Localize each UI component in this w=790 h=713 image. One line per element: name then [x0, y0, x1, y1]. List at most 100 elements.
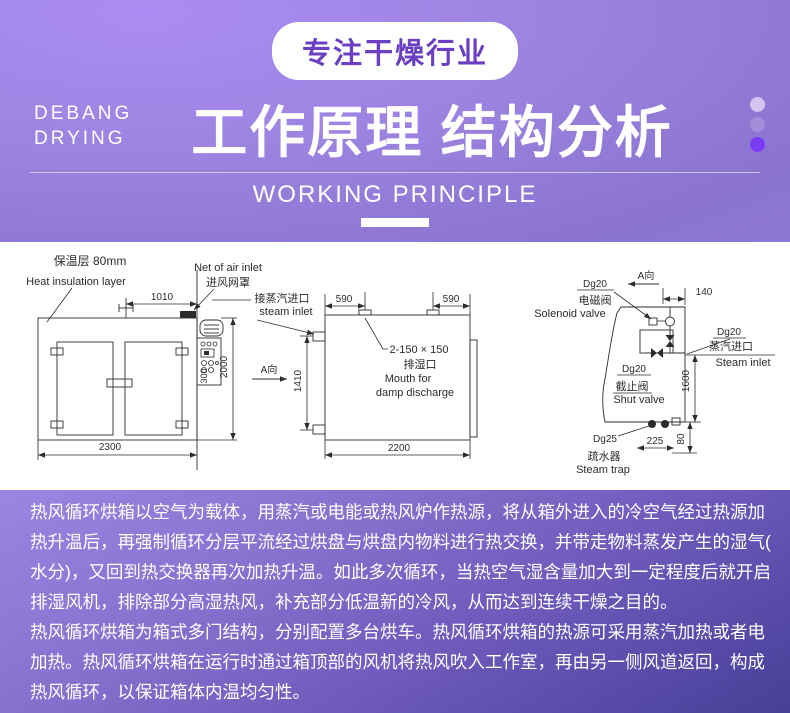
steam-piping	[645, 307, 685, 358]
dim-590-right: 590	[443, 294, 460, 305]
fan-motor-icon	[199, 319, 224, 337]
damp-label-en2: damp discharge	[376, 387, 454, 399]
dim-1600: 1600	[681, 369, 692, 392]
air-inlet-mesh	[180, 311, 196, 318]
dim-300: 300	[199, 368, 209, 383]
steam-piping-drawing: A向	[534, 269, 775, 476]
solenoid-en: Solenoid valve	[534, 308, 606, 320]
top-pipe-fitting	[118, 298, 134, 318]
dim-1410-group: 1410	[293, 335, 313, 431]
description-line: 热升温后，再强制循环分层平流经过烘盘与烘盘内物料进行热交换，并带走物料蒸发产生的…	[30, 532, 771, 552]
dim-1010: 1010	[151, 292, 174, 303]
dim-2200: 2200	[388, 443, 411, 454]
description-line: 排湿风机，排除部分高湿热风，补充部分低温新的冷风，从而达到连续干燥之目的。	[30, 592, 678, 612]
hinge	[175, 420, 189, 429]
dim-1410: 1410	[293, 369, 304, 392]
dot-light-icon	[750, 97, 765, 112]
dim-140-group: 140	[662, 287, 713, 305]
damp-size: 2-150 × 150	[389, 344, 448, 356]
steam-trap-parts	[648, 417, 681, 428]
dim-225: 225	[647, 436, 664, 447]
damp-label-cn: 排湿口	[404, 357, 437, 371]
description-line: 热风循环，以保证箱体内温均匀性。	[30, 682, 310, 702]
side-flange	[469, 339, 478, 438]
badge: 专注干燥行业	[271, 22, 519, 80]
technical-drawing-panel: 300 1010 2000	[0, 242, 790, 490]
left-door	[56, 341, 114, 436]
description-panel: 热风循环烘箱以空气为载体，用蒸汽或电能或热风炉作热源，将从箱外进入的冷空气经过热…	[0, 490, 790, 713]
insulation-label-en: Heat insulation layer	[26, 276, 126, 288]
description-line: 热风循环烘箱以空气为载体，用蒸汽或电能或热风炉作热源，将从箱外进入的冷空气经过热…	[30, 502, 765, 522]
net-label-en: Net of air inlet	[194, 262, 262, 274]
subtitle-underline-bar	[361, 218, 429, 227]
dim-590-right-group: 590	[433, 294, 471, 315]
brand-line-1: DEBANG	[34, 103, 133, 124]
side-port-top	[312, 331, 326, 342]
page-title: 工作原理 结构分析	[191, 101, 673, 164]
pipe-recess	[639, 329, 674, 354]
view-a-right-label: A向	[638, 269, 655, 282]
door-handle	[106, 378, 133, 388]
dim-80: 80	[676, 433, 687, 445]
description-line: 水分)，又回到热交换器再次加热升温。如此多次循环，当热空气湿含量加大到一定程度后…	[30, 562, 771, 582]
oven-engineering-drawing: 300 1010 2000	[26, 254, 775, 476]
shut-dg: Dg20	[622, 364, 646, 375]
steam-inlet-callout: Dg20 蒸汽进口 Steam inlet	[685, 327, 775, 369]
description-line: 热风循环烘箱为箱式多门结构，分别配置多台烘车。热风循环烘箱的热源可采用蒸汽加热或…	[30, 622, 765, 642]
right-door	[124, 341, 183, 436]
dot-accent-icon	[750, 137, 765, 152]
dot-mid-icon	[750, 117, 765, 132]
net-leader	[193, 288, 215, 311]
dim-2000-group: 2000	[197, 317, 237, 441]
dim-2300: 2300	[99, 442, 122, 453]
brand-line-2: DRYING	[34, 128, 126, 149]
dim-1600-group: 1600	[681, 355, 701, 423]
view-a-indicator-left: A向	[252, 363, 287, 382]
front-view-drawing: 300 1010 2000	[26, 254, 262, 470]
brand-logo: DEBANG DRYING	[34, 101, 132, 151]
insulation-label-cn: 保温层 80mm	[54, 254, 127, 268]
oven-profile-outline	[602, 306, 686, 423]
dim-2000: 2000	[219, 355, 230, 378]
shut-cn: 截止阀	[616, 379, 649, 393]
control-panel	[196, 337, 222, 386]
trap-dg: Dg25	[593, 434, 617, 445]
side-port-bottom	[312, 424, 326, 435]
steam-trap-callout: Dg25 疏水器 Steam trap	[576, 425, 650, 476]
dim-2300-group: 2300	[37, 440, 197, 460]
dim-225-group: 225	[637, 436, 674, 451]
roof-pipe-1	[358, 292, 372, 316]
dim-590-left: 590	[336, 294, 353, 305]
badge-label: 专注干燥行业	[301, 38, 489, 70]
shut-en: Shut valve	[613, 394, 664, 406]
damp-leader	[364, 317, 388, 350]
side-view-drawing: 590 590 1410 2-150 × 150 排湿口	[293, 292, 478, 459]
damp-label-en1: Mouth for	[385, 373, 432, 385]
hinge	[175, 347, 189, 356]
trap-en: Steam trap	[576, 464, 630, 476]
solenoid-dg: Dg20	[583, 279, 607, 290]
steam-inlet-connector-label: 接蒸汽进口 steam inlet	[212, 291, 315, 335]
net-label-cn: 进风网罩	[206, 276, 250, 289]
hero-banner: 专注干燥行业 DEBANG DRYING 工作原理 结构分析 WORKING P…	[0, 0, 790, 242]
insulation-leader	[46, 287, 73, 323]
inlet-en: Steam inlet	[715, 357, 770, 369]
steam-label-en: steam inlet	[259, 306, 312, 318]
dim-80-group: 80	[672, 422, 697, 454]
solenoid-callout: Dg20 电磁阀 Solenoid valve	[534, 279, 652, 320]
trap-cn: 疏水器	[588, 449, 621, 463]
inlet-cn: 蒸汽进口	[709, 339, 753, 353]
dim-140: 140	[696, 287, 713, 298]
dim-1010-group: 1010	[126, 292, 197, 307]
decor-dots	[750, 97, 765, 152]
subtitle: WORKING PRINCIPLE	[252, 181, 538, 208]
dim-590-left-group: 590	[324, 294, 365, 315]
shut-valve-callout: Dg20 截止阀 Shut valve	[613, 364, 665, 406]
solenoid-cn: 电磁阀	[579, 293, 612, 307]
view-a-left-label: A向	[261, 363, 278, 376]
dim-2200-group: 2200	[324, 440, 471, 459]
steam-label-cn: 接蒸汽进口	[255, 291, 310, 305]
description-line: 加热。热风循环烘箱在运行时通过箱顶部的风机将热风吹入工作室，再由另一侧风道返回，…	[30, 652, 765, 672]
roof-pipe-2	[426, 292, 440, 316]
